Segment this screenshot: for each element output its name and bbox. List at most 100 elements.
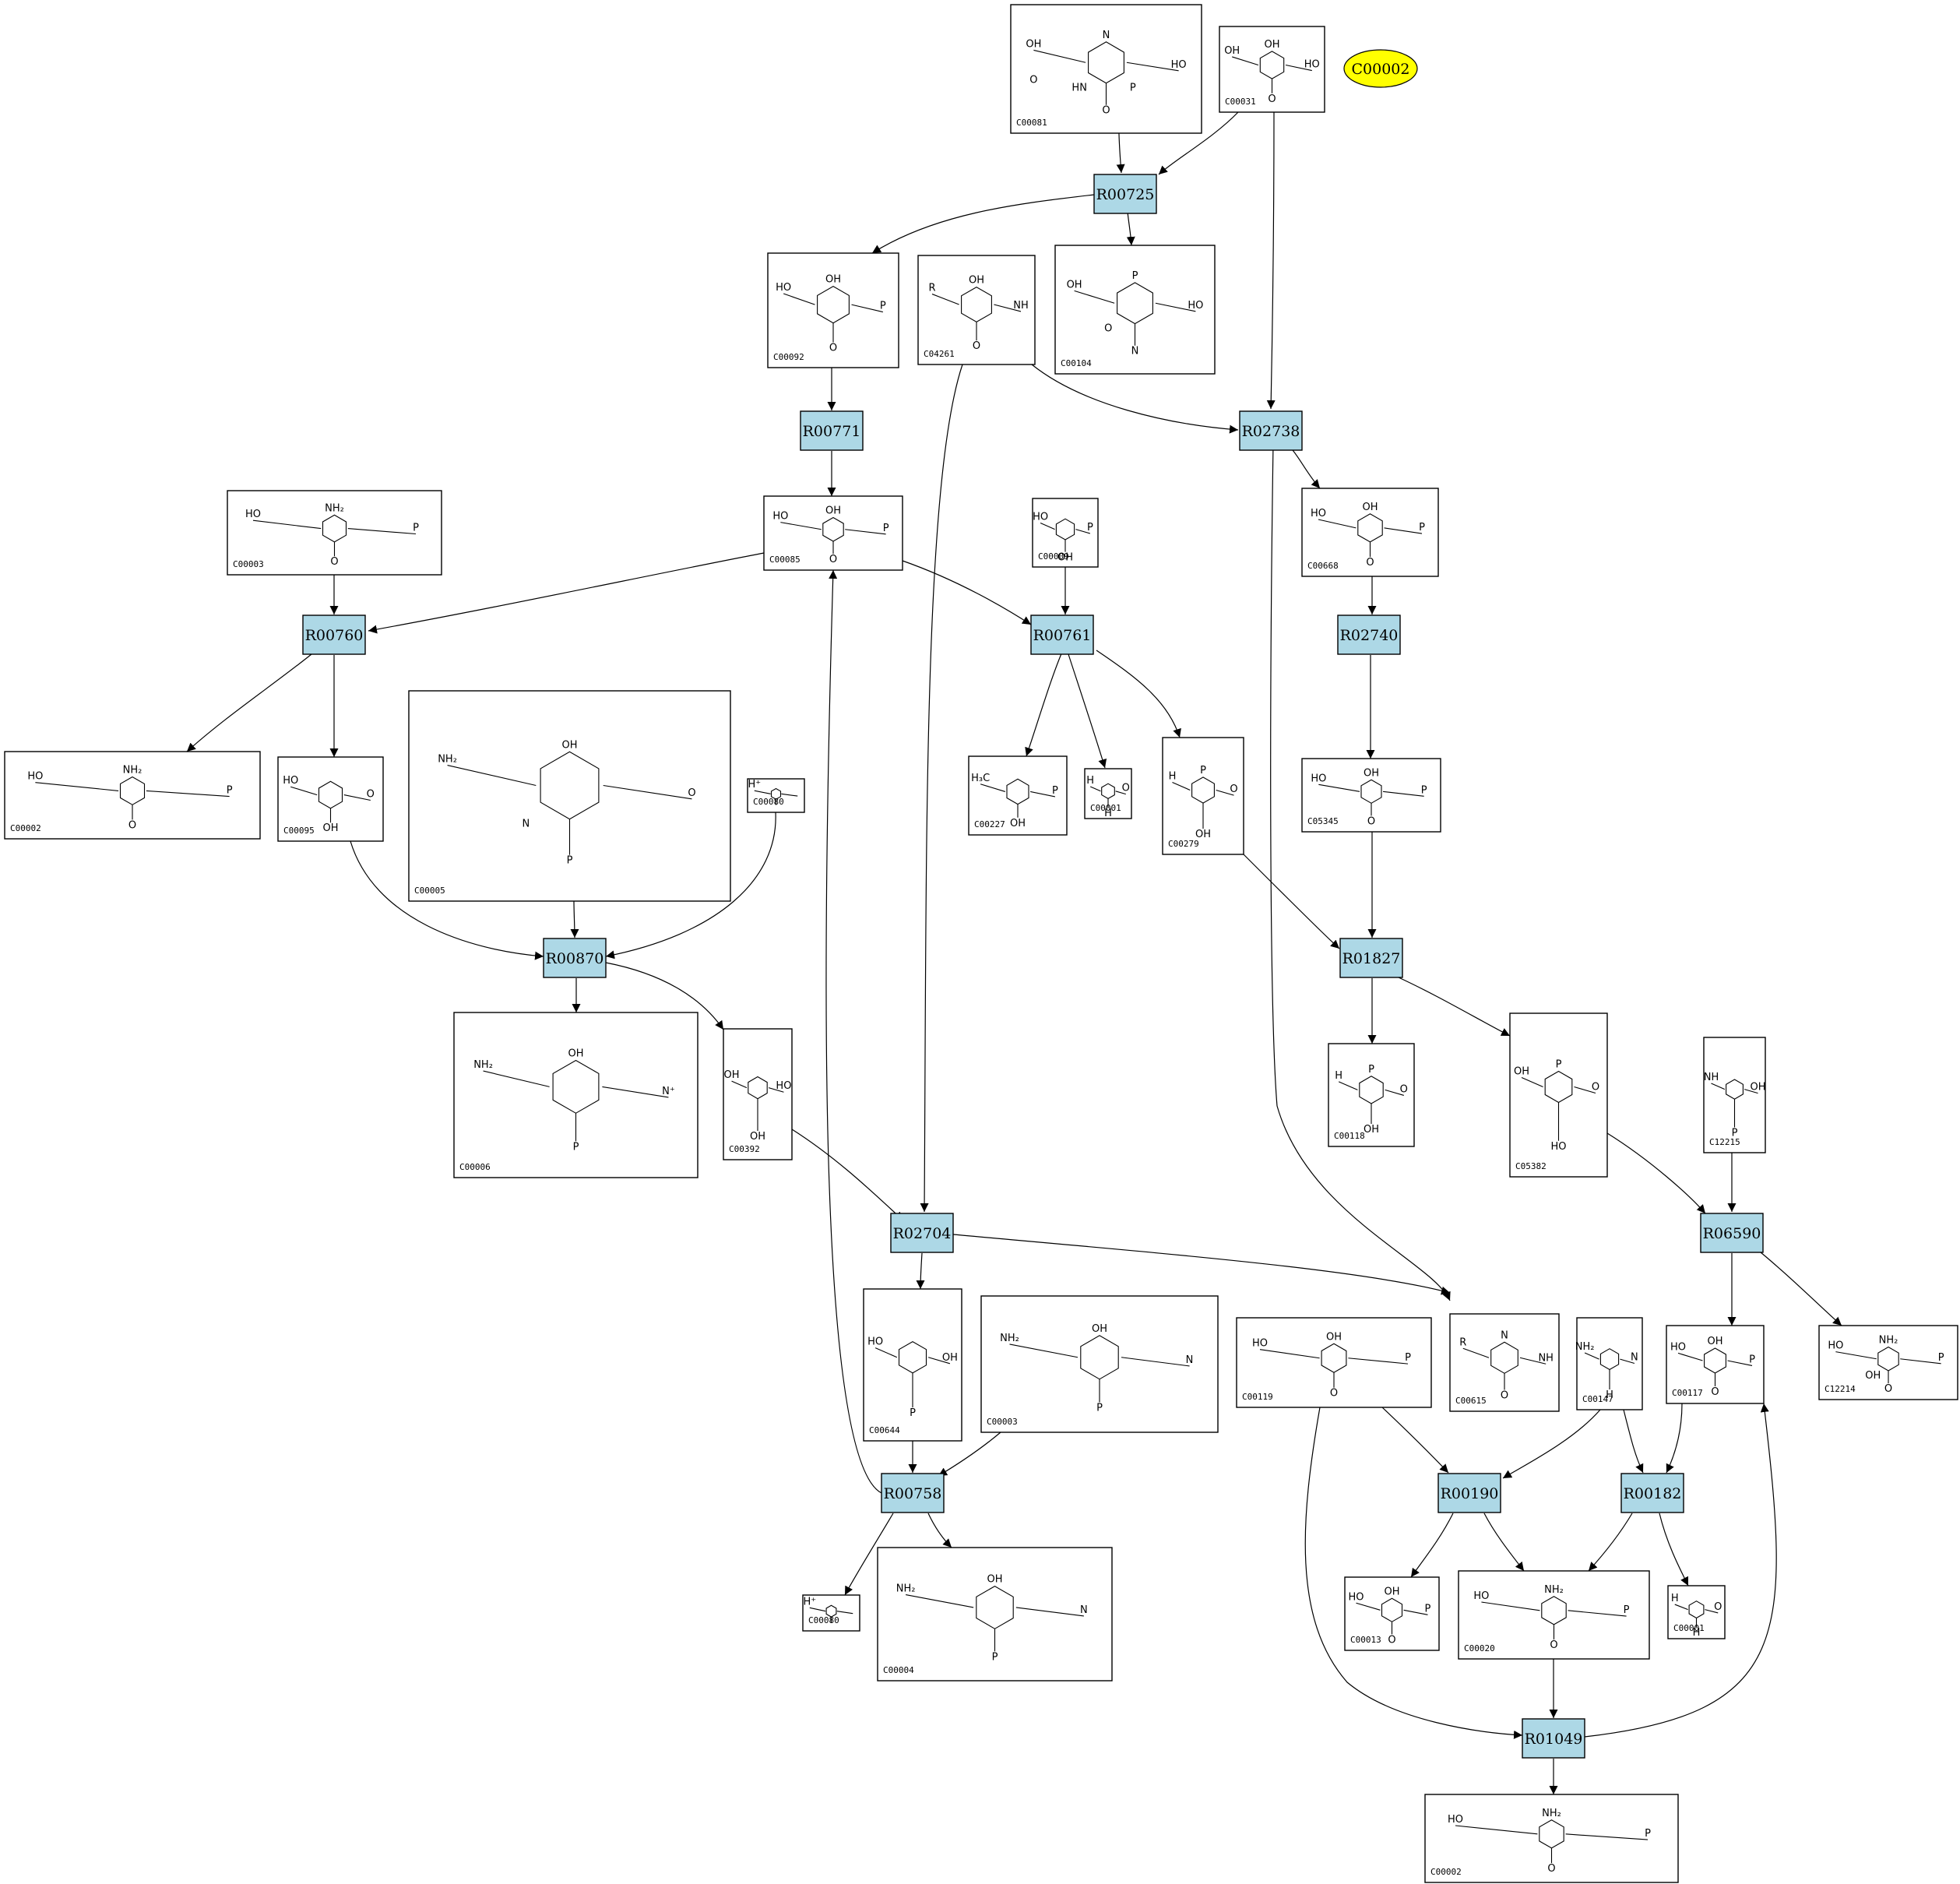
edge-arrow [1483, 1512, 1525, 1572]
reaction-node[interactable]: R00190 [1437, 1473, 1501, 1513]
atom-label: N [1131, 346, 1139, 357]
reaction-node[interactable]: R00771 [800, 410, 864, 451]
compound-id: C00002 [10, 823, 41, 833]
molecule-bonds [783, 293, 883, 343]
atom-label: N [522, 819, 530, 830]
reaction-node[interactable]: R00758 [881, 1473, 945, 1513]
atom-label: O [1330, 1388, 1338, 1400]
atom-label: P [1052, 785, 1058, 797]
edge-arrow [1606, 1132, 1706, 1214]
edge-arrow [927, 1512, 952, 1548]
molecule-bonds [1674, 1604, 1719, 1628]
atom-label: OH [568, 1048, 583, 1059]
reaction-node[interactable]: R02738 [1239, 410, 1303, 451]
atom-label: OH [969, 275, 984, 287]
compound-box [408, 690, 731, 902]
reaction-node[interactable]: R00725 [1093, 174, 1157, 214]
edge-arrow [1381, 1407, 1449, 1474]
molecule-bonds [1009, 1343, 1190, 1403]
reaction-node[interactable]: R02740 [1337, 615, 1401, 655]
edge-arrow [1659, 1512, 1689, 1586]
compound-node[interactable]: H⁺C00080 [747, 778, 805, 813]
compound-id: C00227 [974, 819, 1005, 829]
reaction-node[interactable]: R02704 [890, 1213, 954, 1253]
edge-arrow [1588, 1512, 1633, 1572]
atom-label: P [1732, 1127, 1738, 1139]
atom-label: HO [1550, 1141, 1566, 1153]
compound-node[interactable]: H⁺C00080 [802, 1594, 860, 1632]
atom-label: OH [825, 505, 841, 517]
atom-label: O [1230, 784, 1237, 795]
reaction-node[interactable]: R01827 [1339, 938, 1403, 978]
reaction-box [1522, 1718, 1585, 1759]
reaction-label: R02738 [1242, 423, 1300, 440]
compound-id: C00001 [1673, 1623, 1705, 1633]
compound-id: C00031 [1225, 97, 1256, 107]
atom-label: OH [1865, 1370, 1881, 1382]
atom-label: HO [1828, 1340, 1843, 1352]
reaction-node[interactable]: R01049 [1522, 1718, 1585, 1759]
atom-label: O [1501, 1390, 1508, 1402]
reaction-node[interactable]: R06590 [1700, 1213, 1764, 1253]
atom-label: OH [987, 1574, 1002, 1586]
molecule-ring [1191, 776, 1215, 804]
compound-id: C00005 [414, 886, 445, 896]
atom-label: P [1200, 765, 1206, 776]
atom-label: OH [1264, 39, 1279, 51]
atom-label: NH₂ [1544, 1584, 1564, 1596]
molecule-bonds [1074, 290, 1196, 346]
reaction-node[interactable]: R00182 [1620, 1473, 1684, 1513]
compound-box [723, 1028, 793, 1160]
atom-label: HO [1670, 1341, 1686, 1353]
atom-label: O [1714, 1601, 1722, 1613]
highlight-node[interactable]: C00002 [1343, 49, 1418, 88]
reaction-node[interactable]: R00760 [302, 615, 366, 655]
reaction-label: R00870 [546, 950, 604, 967]
atom-label: HO [1349, 1591, 1364, 1603]
atom-label: NH₂ [123, 764, 143, 776]
molecule-bonds [1677, 1352, 1753, 1386]
edge-arrow [570, 900, 579, 938]
atom-label: O [330, 556, 338, 568]
reaction-node[interactable]: R00870 [543, 938, 607, 978]
molecule-bonds [906, 1593, 1084, 1652]
atom-label: P [1645, 1828, 1651, 1840]
molecule-bonds [290, 786, 371, 823]
atom-label: HO [1252, 1338, 1268, 1350]
reaction-node[interactable]: R00761 [1030, 615, 1094, 655]
reaction-label: R00771 [803, 423, 861, 440]
